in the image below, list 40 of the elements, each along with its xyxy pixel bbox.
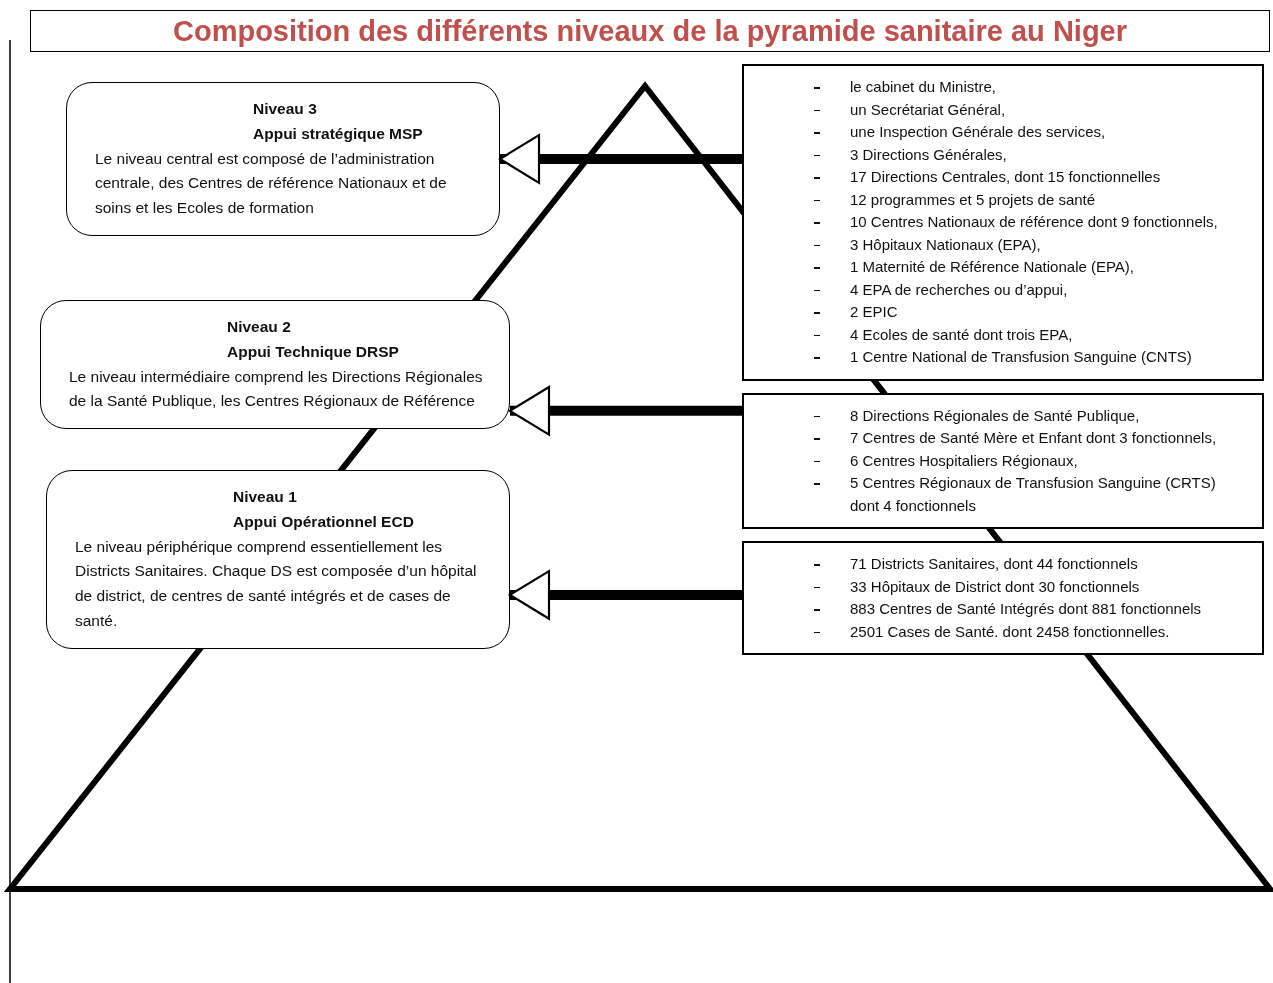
list-item: 6 Centres Hospitaliers Régionaux, [850,450,1079,471]
list-item: 12 programmes et 5 projets de santé [850,189,1097,210]
list-item: 7 Centres de Santé Mère et Enfant dont 3 fonctionnels, [850,428,1218,448]
list-item: 883 Centres de Santé Intégrés dont 881 fonctionnels [850,599,1203,619]
level-box [40,300,510,430]
level-description: Le niveau périphérique comprend essentiellement les Districts Sanitaires. Chaque DS est composée d’un hôpital de district, de centres de santé intégrés et de cases de santé. [75,536,478,631]
level-heading: Niveau 3 [252,99,318,119]
diagram-title: Composition des différents niveaux de la pyramide sanitaire au Niger [30,10,1270,52]
list-item: 3 Directions Générales, [850,144,1008,165]
list-item: 1 Centre National de Transfusion Sanguine (CNTS) [850,347,1193,367]
list-item: 4 EPA de recherches ou d’appui, [850,279,1069,300]
list-item: 8 Directions Régionales de Santé Publique, [850,405,1141,426]
level-box [46,470,510,649]
list-item: 2501 Cases de Santé. dont 2458 fonctionnelles. [850,621,1171,642]
list-item: un Secrétariat Général, [850,99,1007,120]
list-item: 1 Maternité de Référence Nationale (EPA), [850,257,1136,277]
level-box [66,82,500,236]
level-description: Le niveau central est composé de l’administration centrale, des Centres de référence Nationaux et de soins et les Ecoles de formation [95,148,448,219]
level-heading: Niveau 1 [232,487,298,507]
list-box [742,541,1264,655]
list-item: 33 Hôpitaux de District dont 30 fonctionnels [850,576,1141,597]
level-heading: Appui Technique DRSP [226,341,400,362]
list-item: le cabinet du Ministre, [850,77,997,97]
block-arrow [508,569,742,620]
list-item: 4 Ecoles de santé dont trois EPA, [850,324,1074,345]
level-description: Le niveau intermédiaire comprend les Directions Régionales de la Santé Publique, les Centres Régionaux de Référence [69,366,484,412]
list-box [742,64,1264,381]
level-heading: Niveau 2 [226,317,292,337]
list-item: une Inspection Générale des services, [850,122,1107,142]
level-heading: Appui stratégique MSP [252,123,424,144]
list-box [742,392,1264,529]
list-item: 17 Directions Centrales, dont 15 fonctionnelles [850,167,1162,187]
block-arrow [508,385,742,436]
list-item: 2 EPIC [850,302,899,322]
list-item: 71 Districts Sanitaires, dont 44 fonctionnels [850,554,1139,574]
list-item: 3 Hôpitaux Nationaux (EPA), [850,234,1042,255]
list-item: 5 Centres Régionaux de Transfusion Sanguine (CRTS) dont 4 fonctionnels [850,473,1217,516]
level-heading: Appui Opérationnel ECD [232,511,415,532]
list-item: 10 Centres Nationaux de référence dont 9 fonctionnels, [850,212,1219,232]
block-arrow [498,134,742,184]
